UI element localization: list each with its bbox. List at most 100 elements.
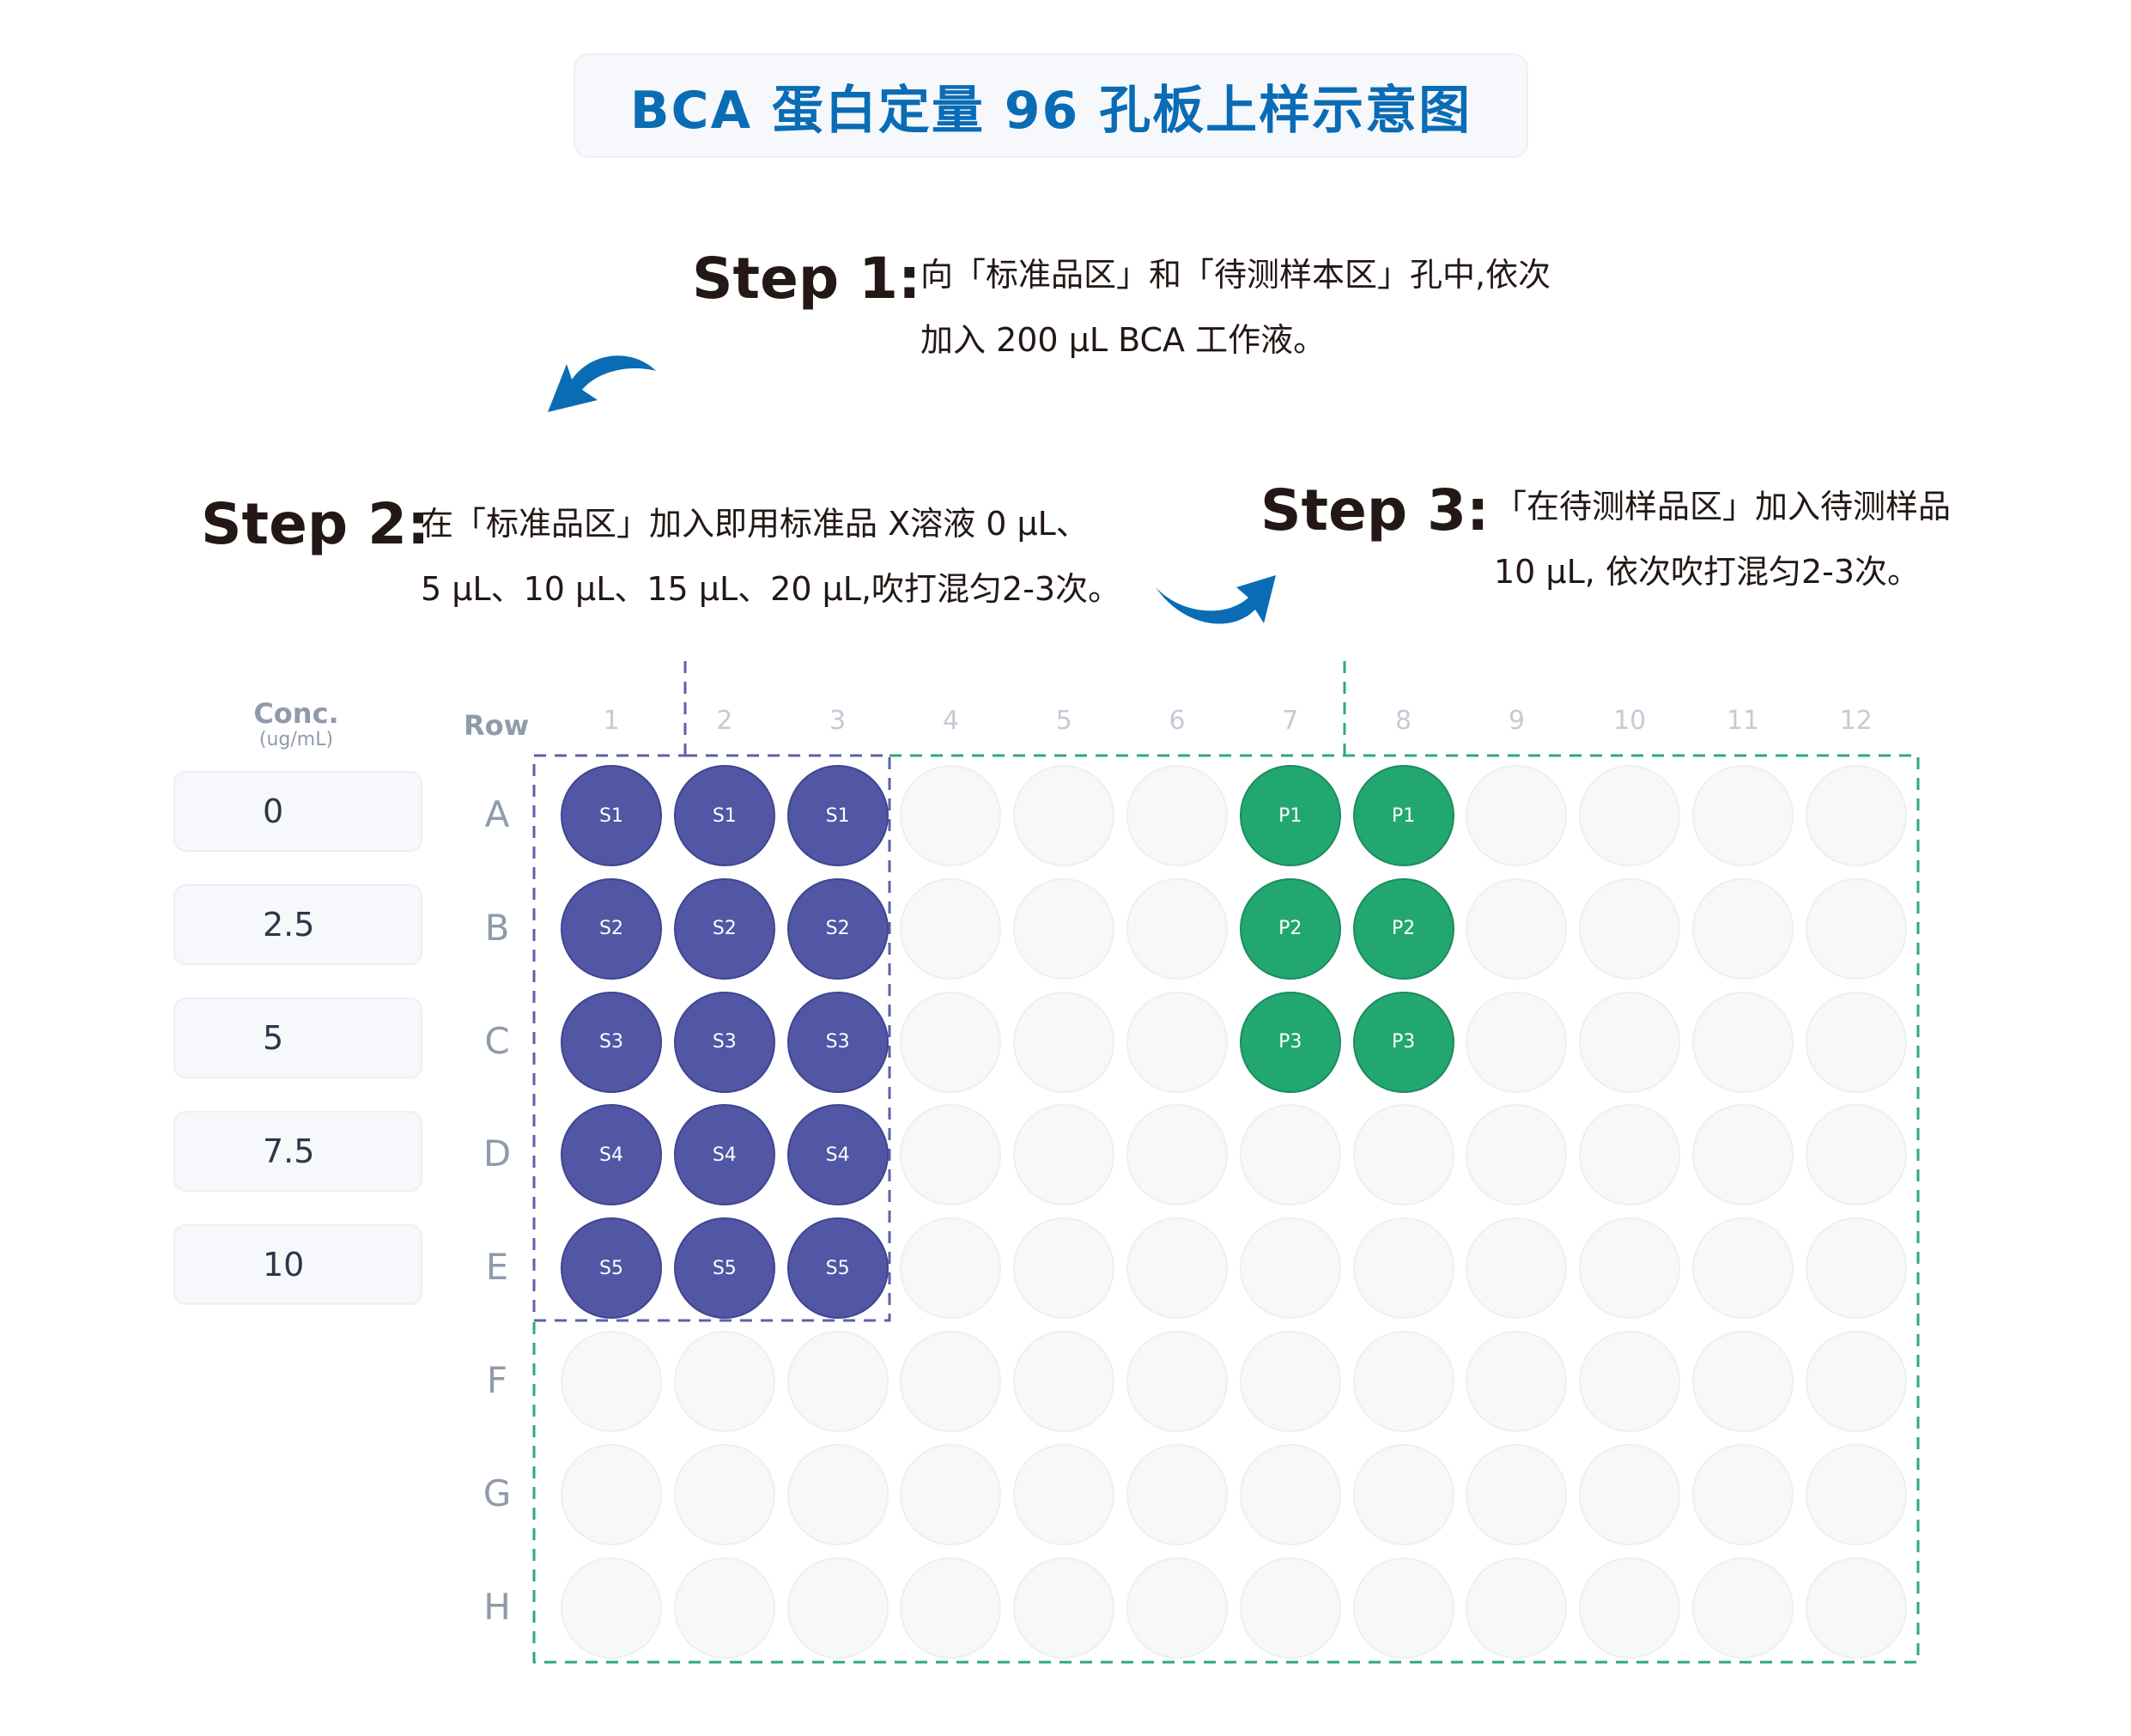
empty-well bbox=[1466, 991, 1568, 1093]
concentration-value: 0 bbox=[173, 771, 422, 852]
empty-well bbox=[1126, 1443, 1228, 1545]
empty-well bbox=[1805, 765, 1907, 866]
empty-well bbox=[1126, 991, 1228, 1093]
empty-well bbox=[1805, 1104, 1907, 1206]
sample-well: P2 bbox=[1352, 877, 1454, 980]
row-label: B bbox=[484, 906, 510, 949]
empty-well bbox=[1579, 765, 1681, 866]
step3-line1: 「在待测样品区」加入待测样品 bbox=[1494, 488, 1952, 525]
empty-well bbox=[1466, 1217, 1568, 1320]
empty-well bbox=[900, 1217, 1002, 1320]
empty-well bbox=[1126, 1557, 1228, 1659]
empty-well bbox=[1013, 765, 1115, 866]
column-label: 8 bbox=[1395, 706, 1412, 736]
concentration-value: 5 bbox=[173, 998, 422, 1078]
empty-well bbox=[1239, 1443, 1341, 1545]
row-label: G bbox=[483, 1472, 512, 1514]
column-label: 4 bbox=[942, 706, 959, 736]
row-label: E bbox=[485, 1246, 509, 1289]
empty-well bbox=[1579, 991, 1681, 1093]
step1-line1: 向「标准品区」和「待测样本区」孔中,依次 bbox=[920, 256, 1551, 294]
row-header: Row bbox=[464, 709, 530, 742]
standard-zone-border bbox=[532, 754, 891, 1322]
step3-label: Step 3: bbox=[1260, 477, 1490, 543]
empty-well bbox=[1692, 877, 1794, 980]
empty-well bbox=[1126, 877, 1228, 980]
column-label: 10 bbox=[1613, 706, 1647, 736]
step1-label: Step 1: bbox=[692, 246, 921, 312]
empty-well bbox=[1692, 1557, 1794, 1659]
empty-well bbox=[786, 1443, 889, 1545]
empty-well bbox=[1466, 1557, 1568, 1659]
standard-well: S5 bbox=[673, 1217, 775, 1320]
step2-label: Step 2: bbox=[201, 491, 430, 557]
empty-well bbox=[673, 1443, 775, 1545]
empty-well bbox=[1579, 1217, 1681, 1320]
sample-well: P3 bbox=[1352, 991, 1454, 1093]
standard-well: S2 bbox=[673, 877, 775, 980]
empty-well bbox=[1013, 1557, 1115, 1659]
empty-well bbox=[1013, 1104, 1115, 1206]
standard-well: S4 bbox=[786, 1104, 889, 1206]
title-banner: BCA 蛋白定量 96 孔板上样示意图 bbox=[574, 53, 1528, 158]
standard-well: S3 bbox=[561, 991, 662, 1093]
sample-well: P3 bbox=[1239, 991, 1341, 1093]
standard-well: S2 bbox=[786, 877, 889, 980]
column-label: 2 bbox=[716, 706, 733, 736]
standard-well: S4 bbox=[673, 1104, 775, 1206]
sample-well: P1 bbox=[1352, 765, 1454, 866]
empty-well bbox=[900, 1557, 1002, 1659]
standard-well: S2 bbox=[561, 877, 662, 980]
empty-well bbox=[1239, 1331, 1341, 1432]
row-label: D bbox=[483, 1132, 512, 1175]
empty-well bbox=[1126, 1217, 1228, 1320]
column-label: 3 bbox=[829, 706, 847, 736]
empty-well bbox=[673, 1557, 775, 1659]
empty-well bbox=[900, 877, 1002, 980]
empty-well bbox=[1013, 991, 1115, 1093]
empty-well bbox=[786, 1557, 889, 1659]
column-label: 6 bbox=[1169, 706, 1186, 736]
empty-well bbox=[900, 765, 1002, 866]
empty-well bbox=[1466, 877, 1568, 980]
row-label: C bbox=[484, 1019, 510, 1062]
empty-well bbox=[1352, 1443, 1454, 1545]
standard-well: S3 bbox=[786, 991, 889, 1093]
empty-well bbox=[1579, 1104, 1681, 1206]
empty-well bbox=[1692, 1217, 1794, 1320]
empty-well bbox=[1126, 765, 1228, 866]
column-label: 11 bbox=[1726, 706, 1760, 736]
empty-well bbox=[1352, 1104, 1454, 1206]
empty-well bbox=[900, 991, 1002, 1093]
step2-line1: 在「标准品区」加入即用标准品 X溶液 0 µL、 bbox=[421, 505, 1089, 543]
empty-well bbox=[1805, 1217, 1907, 1320]
empty-well bbox=[1352, 1331, 1454, 1432]
row-label: H bbox=[483, 1585, 511, 1628]
column-label: 1 bbox=[603, 706, 620, 736]
empty-well bbox=[900, 1331, 1002, 1432]
empty-well bbox=[1466, 1331, 1568, 1432]
empty-well bbox=[1805, 877, 1907, 980]
empty-well bbox=[1805, 1331, 1907, 1432]
column-label: 7 bbox=[1282, 706, 1299, 736]
concentration-header: Conc. (ug/mL) bbox=[172, 697, 421, 750]
empty-well bbox=[1692, 991, 1794, 1093]
curved-arrow-left-icon bbox=[548, 355, 656, 412]
standard-well: S5 bbox=[561, 1217, 662, 1320]
standard-well: S3 bbox=[673, 991, 775, 1093]
empty-well bbox=[561, 1443, 662, 1545]
sample-well: P1 bbox=[1239, 765, 1341, 866]
column-label: 12 bbox=[1839, 706, 1873, 736]
empty-well bbox=[1805, 1557, 1907, 1659]
empty-well bbox=[1805, 1443, 1907, 1545]
standard-well: S5 bbox=[786, 1217, 889, 1320]
empty-well bbox=[1466, 765, 1568, 866]
empty-well bbox=[561, 1557, 662, 1659]
empty-well bbox=[1466, 1104, 1568, 1206]
row-label: F bbox=[486, 1359, 508, 1401]
empty-well bbox=[786, 1331, 889, 1432]
empty-well bbox=[1013, 877, 1115, 980]
concentration-value: 2.5 bbox=[173, 884, 422, 965]
empty-well bbox=[1126, 1331, 1228, 1432]
